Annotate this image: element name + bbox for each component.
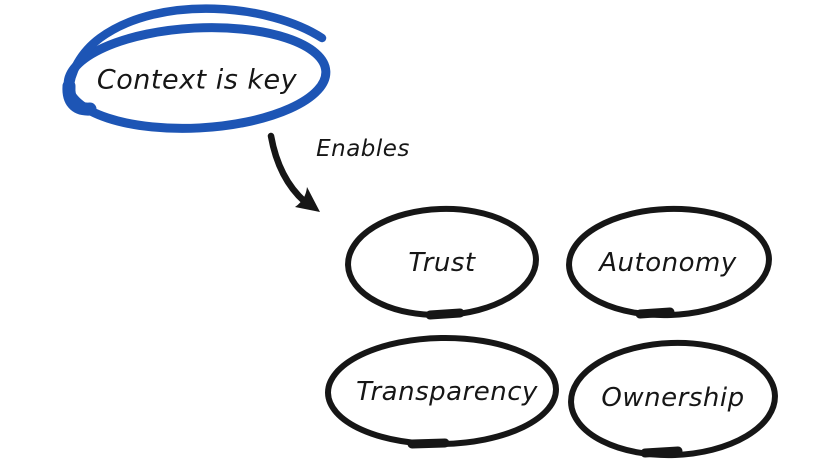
trust-node-label: Trust	[408, 248, 476, 278]
autonomy-node-label: Autonomy	[599, 248, 737, 278]
transparency-ellipse-overlap	[407, 438, 450, 449]
context-node-label: Context is key	[96, 64, 298, 96]
autonomy-node-shape	[566, 205, 772, 319]
trust-ellipse-overlap	[425, 308, 465, 320]
arrow-shaft	[267, 132, 309, 206]
enables-arrow-icon	[267, 132, 320, 212]
transparency-node-shape	[325, 334, 559, 449]
arrow-head	[295, 187, 320, 212]
context-node-shape	[62, 4, 331, 133]
ownership-node-label: Ownership	[601, 383, 745, 413]
transparency-node-label: Transparency	[356, 377, 538, 407]
context-scribble-swoosh-icon	[64, 4, 327, 97]
trust-node-shape	[345, 205, 539, 320]
ownership-ellipse-overlap	[640, 446, 683, 458]
autonomy-ellipse-overlap	[635, 307, 675, 319]
enables-edge-label: Enables	[316, 136, 410, 162]
context-scribble-hook-icon	[62, 79, 97, 116]
ownership-node-shape	[568, 339, 778, 459]
